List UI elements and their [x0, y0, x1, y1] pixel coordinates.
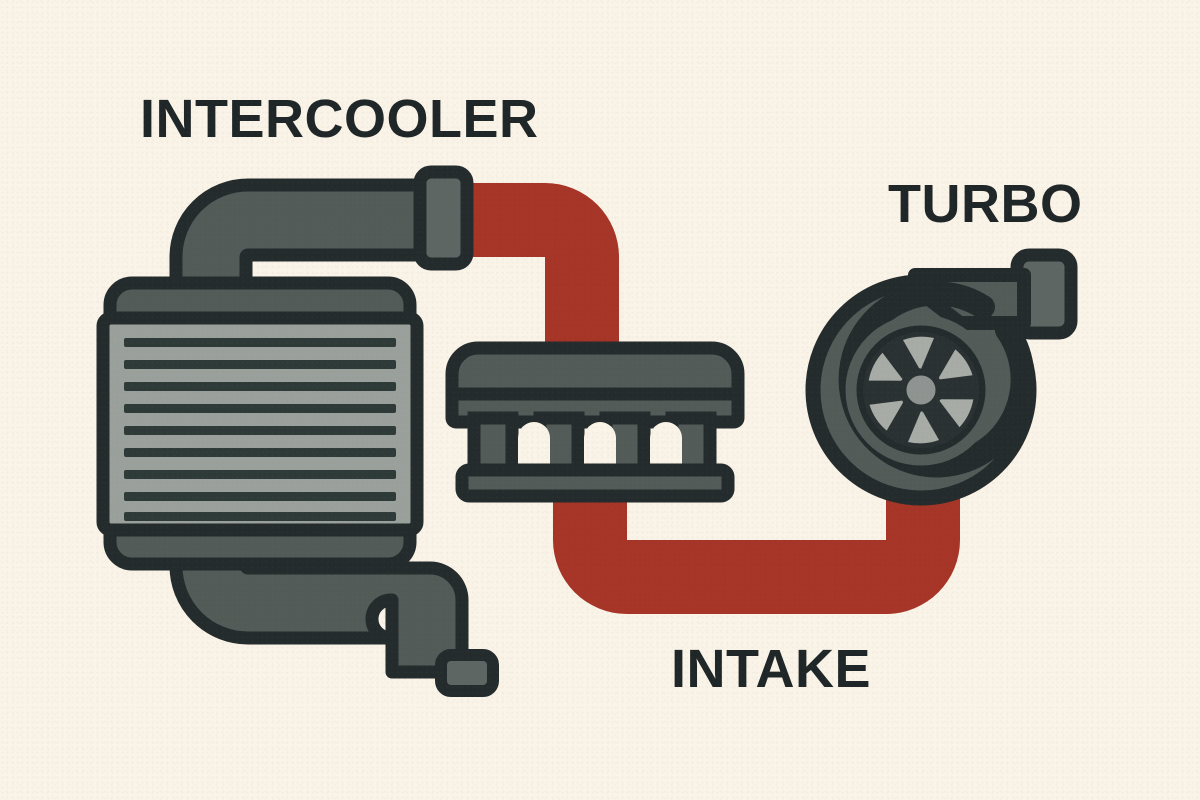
intake-pipe: [553, 455, 960, 614]
intercooler-fin: [124, 470, 396, 479]
red-pipe-group: [450, 183, 960, 614]
turbo-center-hub: [899, 368, 943, 412]
intercooler-fin: [124, 382, 396, 391]
turbo-inner-ring: [845, 314, 997, 466]
manifold-runner-gaps: [518, 422, 682, 474]
lower-pipe-tip-flange: [435, 649, 499, 697]
turbo-blade: [869, 400, 903, 431]
turbo-blade: [903, 336, 934, 369]
manifold-runner-gap: [584, 422, 616, 474]
intercooler-fin: [124, 492, 396, 501]
label-turbo: TURBO: [888, 174, 1082, 234]
turbo-compressor-blades: [868, 336, 974, 444]
intercooler-fin: [124, 360, 396, 369]
flange-group: [413, 165, 499, 697]
label-intercooler: INTERCOOLER: [140, 89, 539, 149]
intercooler-fin: [124, 404, 396, 413]
intercooler-fins: [124, 338, 396, 521]
label-intake: INTAKE: [671, 639, 871, 699]
intercooler-fin: [124, 426, 396, 435]
manifold-runner-gap: [518, 422, 550, 474]
manifold-runner-gap: [650, 422, 682, 474]
turbocharger[interactable]: [790, 248, 1078, 512]
upper-pipe-flange: [413, 165, 474, 271]
intercooler-fin: [124, 338, 396, 347]
cold-side-lower-pipe: [169, 513, 469, 679]
intercooler-fin: [124, 512, 396, 521]
turbo-blade: [908, 411, 939, 444]
turbo-blade: [939, 399, 974, 428]
intercooler-fin: [124, 448, 396, 457]
intake-manifold[interactable]: [445, 341, 745, 503]
manifold-bottom-rail: [455, 463, 735, 503]
intercooler[interactable]: [96, 276, 424, 571]
turbo-blade: [939, 349, 973, 380]
hot-side-charge-pipe: [450, 183, 619, 372]
turbo-blade: [868, 352, 903, 381]
